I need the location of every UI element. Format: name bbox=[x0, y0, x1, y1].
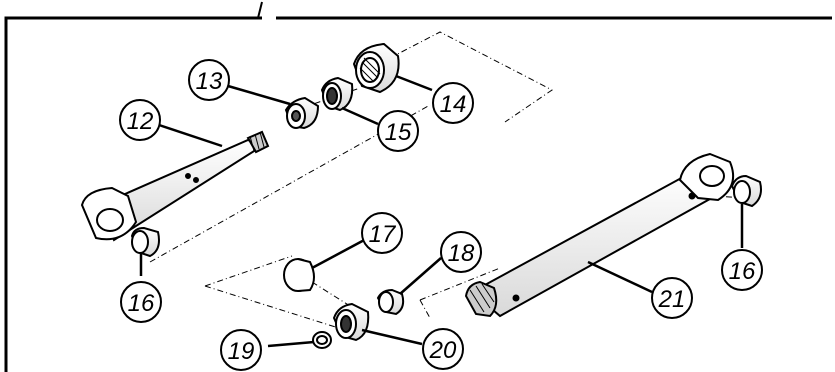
svg-text:16: 16 bbox=[128, 290, 155, 317]
part-13-piston bbox=[284, 96, 320, 130]
part-19-washer bbox=[312, 331, 332, 349]
svg-text:19: 19 bbox=[228, 338, 255, 365]
part-14-gland-nut bbox=[352, 42, 400, 94]
part-16-bushing-left bbox=[130, 226, 160, 258]
part-12-piston-rod bbox=[80, 130, 270, 242]
callout-18: 18 bbox=[440, 231, 482, 273]
svg-text:20: 20 bbox=[429, 337, 457, 364]
part-16-bushing-right bbox=[730, 174, 762, 208]
callout-17: 17 bbox=[361, 212, 403, 254]
svg-text:17: 17 bbox=[369, 221, 397, 248]
callout-12: 12 bbox=[119, 99, 161, 141]
drawing-frame bbox=[4, 1, 832, 372]
callout-21: 21 bbox=[651, 277, 693, 319]
svg-text:13: 13 bbox=[196, 68, 223, 95]
callout-20: 20 bbox=[422, 328, 464, 370]
callout-14: 14 bbox=[432, 82, 474, 124]
part-20-piston-seal bbox=[332, 302, 370, 342]
svg-text:21: 21 bbox=[658, 286, 686, 313]
svg-text:15: 15 bbox=[385, 119, 412, 146]
svg-text:18: 18 bbox=[448, 240, 475, 267]
part-17-cap bbox=[283, 258, 315, 292]
callout-15: 15 bbox=[377, 110, 419, 152]
callout-13: 13 bbox=[188, 59, 230, 101]
callout-16-left: 16 bbox=[120, 281, 162, 323]
callout-16-right: 16 bbox=[721, 249, 763, 291]
svg-text:12: 12 bbox=[127, 108, 154, 135]
part-18-ring bbox=[376, 288, 405, 316]
svg-text:16: 16 bbox=[729, 258, 756, 285]
callout-leaders bbox=[139, 74, 744, 348]
callout-19: 19 bbox=[220, 329, 262, 371]
part-21-cylinder-barrel bbox=[464, 152, 734, 318]
svg-text:14: 14 bbox=[440, 91, 467, 118]
part-15-seal bbox=[320, 76, 354, 112]
